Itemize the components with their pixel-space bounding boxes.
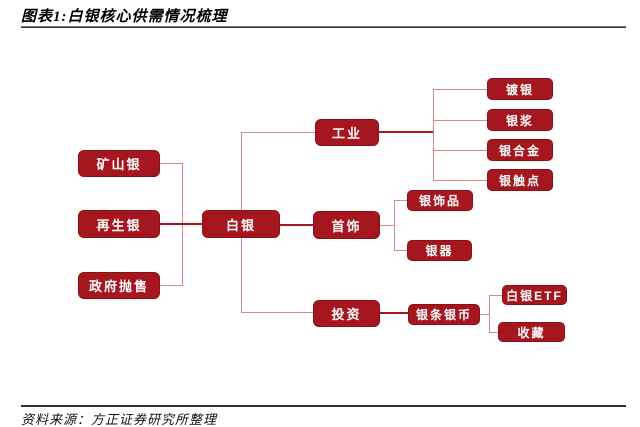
node-silver-plating: 镀银 xyxy=(487,78,553,100)
connector-collection-stub xyxy=(489,332,498,333)
node-industry: 工业 xyxy=(315,119,379,146)
connector-root-to-jewelry xyxy=(280,224,313,226)
title-divider-line xyxy=(21,26,626,28)
node-government-selling: 政府抛售 xyxy=(78,272,160,299)
connector-industry-trunk xyxy=(378,131,434,133)
node-silver-bars-coins: 银条银币 xyxy=(408,304,480,325)
source-divider-line xyxy=(21,405,626,407)
connector-jewelry-stub xyxy=(380,225,394,226)
node-silver-alloy: 银合金 xyxy=(487,139,553,161)
node-recycled-silver: 再生银 xyxy=(78,210,160,238)
connector-ornaments-stub xyxy=(394,200,407,201)
connector-investment-trunk xyxy=(380,312,408,314)
connector-barscoins-stub xyxy=(480,314,489,315)
connector-industry-vertical xyxy=(433,89,434,181)
connector-root-to-investment xyxy=(241,312,313,313)
connector-alloy-stub xyxy=(433,150,487,151)
node-silver-etf: 白银ETF xyxy=(502,285,567,305)
figure-title: 图表1:白银核心供需情况梳理 xyxy=(21,9,228,25)
connector-root-down-vertical xyxy=(241,238,242,313)
figure-source: 资料来源：方正证券研究所整理 xyxy=(21,412,218,427)
connector-root-up-vertical xyxy=(241,132,242,210)
connector-plating-stub xyxy=(433,89,487,90)
node-jewelry: 首饰 xyxy=(313,211,380,239)
node-silverware: 银器 xyxy=(407,240,472,261)
node-silver-paste: 银浆 xyxy=(487,109,553,131)
node-collection: 收藏 xyxy=(498,322,565,342)
connector-govt-stub xyxy=(160,285,182,286)
connector-contact-stub xyxy=(433,180,487,181)
node-silver-ornaments: 银饰品 xyxy=(407,190,473,211)
node-silver-contact: 银触点 xyxy=(487,169,553,191)
connector-mine-stub xyxy=(160,163,182,164)
node-silver-root: 白银 xyxy=(202,210,280,238)
connector-paste-stub xyxy=(433,120,487,121)
node-investment: 投资 xyxy=(313,300,380,327)
connector-supply-trunk xyxy=(160,223,202,225)
connector-root-to-industry xyxy=(241,132,315,133)
connector-etf-stub xyxy=(489,295,502,296)
node-mine-silver: 矿山银 xyxy=(78,150,160,177)
connector-silverware-stub xyxy=(394,250,407,251)
connector-investment-vertical xyxy=(489,295,490,333)
connector-jewelry-vertical xyxy=(394,200,395,251)
